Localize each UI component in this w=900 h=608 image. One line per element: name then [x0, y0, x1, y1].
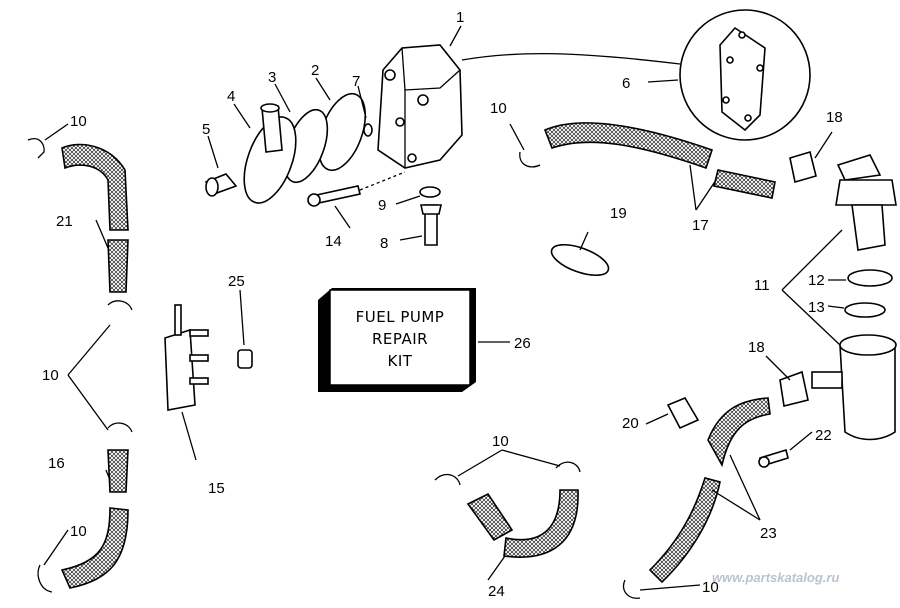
- kit-label-line-3: KIT: [388, 352, 413, 370]
- filter-assembly: [779, 150, 897, 441]
- callout-26: 26: [514, 335, 531, 352]
- callout-labels: 1 2 3 4 5 6 7 8 9 10 10 10 10 10 10 11 1…: [42, 9, 843, 600]
- callout-1: 1: [456, 9, 464, 26]
- callout-16: 16: [48, 455, 65, 472]
- filter-disc: [550, 243, 610, 277]
- callout-20: 20: [622, 415, 639, 432]
- bracket-and-screw: [666, 396, 789, 468]
- callout-15: 15: [208, 480, 225, 497]
- callout-10-b: 10: [490, 100, 507, 117]
- fitting-block: [164, 304, 253, 411]
- callout-12: 12: [808, 272, 825, 289]
- callout-25: 25: [228, 273, 245, 290]
- screw-fitting-group: [307, 171, 442, 246]
- callout-17: 17: [692, 217, 709, 234]
- callout-7: 7: [352, 73, 360, 90]
- callout-21: 21: [56, 213, 73, 230]
- callout-5: 5: [202, 121, 210, 138]
- callout-13: 13: [808, 299, 825, 316]
- fuel-pump-body: [377, 44, 681, 169]
- kit-label-line-1: FUEL PUMP: [356, 308, 445, 326]
- callout-18-b: 18: [748, 339, 765, 356]
- callout-2: 2: [311, 62, 319, 79]
- callout-14: 14: [325, 233, 342, 250]
- callout-10-e: 10: [70, 523, 87, 540]
- callout-3: 3: [268, 69, 276, 86]
- callout-18-a: 18: [826, 109, 843, 126]
- watermark: www.partskatalog.ru: [712, 570, 839, 585]
- hoses: [60, 122, 776, 589]
- callout-10-a: 10: [70, 113, 87, 130]
- diaphragm-cover-group: [204, 92, 373, 204]
- gasket-detail: [679, 9, 811, 141]
- callout-11: 11: [754, 277, 770, 294]
- leader-lines: [43, 25, 846, 591]
- callout-23: 23: [760, 525, 777, 542]
- repair-kit-box: FUEL PUMP REPAIR KIT: [318, 288, 476, 392]
- callout-9: 9: [378, 197, 386, 214]
- clamps: [27, 138, 641, 599]
- callout-4: 4: [227, 88, 235, 105]
- callout-10-f: 10: [702, 579, 719, 596]
- kit-label-line-2: REPAIR: [372, 330, 428, 348]
- callout-10-d: 10: [492, 433, 509, 450]
- callout-24: 24: [488, 583, 505, 600]
- callout-8: 8: [380, 235, 388, 252]
- callout-22: 22: [815, 427, 832, 444]
- callout-19: 19: [610, 205, 627, 222]
- callout-6: 6: [622, 75, 630, 92]
- callout-10-c: 10: [42, 367, 59, 384]
